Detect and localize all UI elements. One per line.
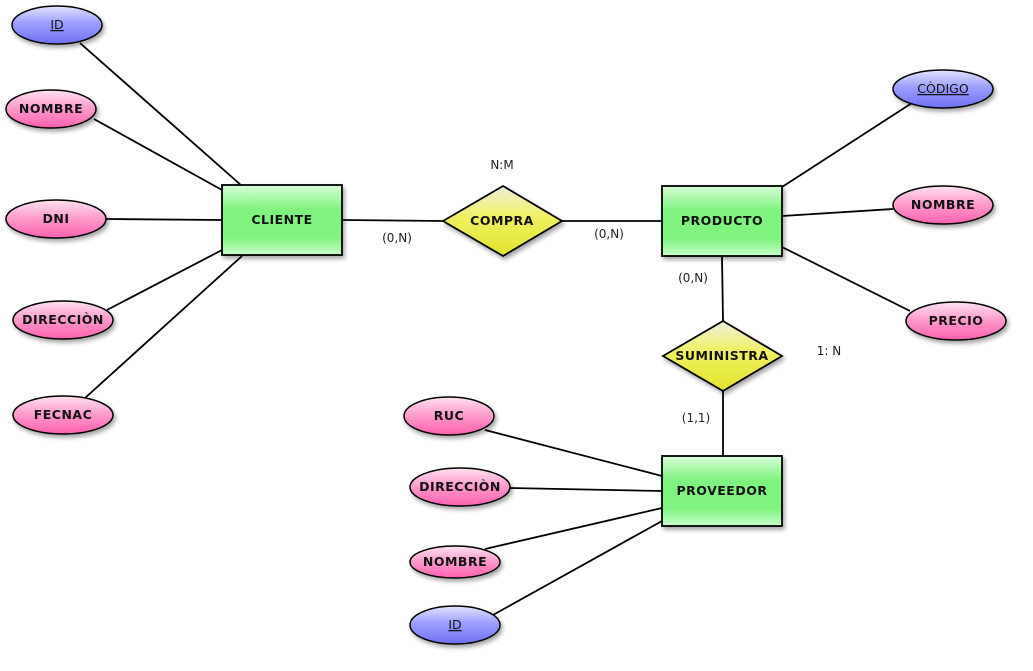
attribute-proveedor-nombre[interactable]: NOMBRE (409, 545, 501, 579)
attribute-producto-codigo-label: CÒDIGO (917, 81, 969, 96)
attribute-cliente-nombre-label: NOMBRE (19, 101, 83, 116)
attribute-proveedor-ruc[interactable]: RUC (403, 396, 495, 436)
entity-producto-label: PRODUCTO (681, 213, 763, 228)
connectors (79, 42, 913, 616)
edge-cliente-nombre (93, 118, 223, 191)
edge-proveedor-ruc (484, 429, 663, 477)
edge-proveedor-id (492, 520, 663, 616)
edge-producto-suministra (721, 256, 724, 322)
attribute-cliente-nombre[interactable]: NOMBRE (5, 89, 97, 129)
attribute-proveedor-id[interactable]: ID (409, 605, 501, 645)
cardinality-producto-suministra: (0,N) (678, 271, 708, 285)
edge-producto-codigo (781, 102, 913, 188)
entity-cliente[interactable]: CLIENTE (221, 184, 343, 256)
relationship-compra[interactable]: COMPRA (441, 184, 564, 258)
edge-producto-nombre (781, 208, 894, 217)
cardinality-producto-compra: (0,N) (594, 227, 624, 241)
cardinality-suministra-type: 1: N (817, 344, 841, 358)
cardinality-compra-type: N:M (490, 158, 513, 172)
attribute-cliente-id-label: ID (50, 17, 63, 32)
edge-cliente-id (79, 42, 243, 187)
attribute-cliente-fecnac[interactable]: FECNAC (12, 395, 114, 435)
attribute-cliente-dni[interactable]: DNI (5, 199, 107, 239)
entity-cliente-label: CLIENTE (251, 212, 312, 227)
attribute-proveedor-id-label: ID (448, 617, 461, 632)
edge-proveedor-nombre (484, 507, 663, 550)
edge-producto-precio (781, 246, 911, 312)
attribute-producto-codigo[interactable]: CÒDIGO (892, 69, 994, 109)
edge-cliente-dni (105, 218, 223, 221)
attribute-cliente-dni-label: DNI (43, 211, 70, 226)
attribute-cliente-direccion-label: DIRECCIÒN (22, 312, 104, 327)
attribute-proveedor-direccion[interactable]: DIRECCIÒN (409, 467, 511, 507)
edge-cliente-compra (342, 219, 444, 222)
attribute-producto-nombre-label: NOMBRE (911, 197, 975, 212)
attribute-proveedor-direccion-label: DIRECCIÒN (419, 479, 501, 494)
entity-proveedor[interactable]: PROVEEDOR (661, 455, 783, 527)
relationship-suministra[interactable]: SUMINISTRA (661, 319, 784, 393)
attribute-cliente-id[interactable]: ID (11, 5, 103, 45)
attribute-proveedor-nombre-label: NOMBRE (423, 554, 487, 569)
cardinality-cliente-compra: (0,N) (382, 231, 412, 245)
cardinality-proveedor-suministra: (1,1) (682, 411, 710, 425)
edge-cliente-direccion (106, 249, 223, 311)
entity-producto[interactable]: PRODUCTO (661, 185, 783, 257)
attribute-producto-precio[interactable]: PRECIO (905, 301, 1007, 341)
attribute-proveedor-ruc-label: RUC (434, 408, 464, 423)
relationship-compra-label: COMPRA (470, 213, 534, 228)
entity-proveedor-label: PROVEEDOR (677, 483, 768, 498)
relationship-suministra-label: SUMINISTRA (675, 348, 768, 363)
attribute-cliente-fecnac-label: FECNAC (34, 407, 93, 422)
attribute-cliente-direccion[interactable]: DIRECCIÒN (12, 300, 114, 340)
attribute-producto-precio-label: PRECIO (929, 313, 984, 328)
edge-cliente-fecnac (84, 255, 243, 399)
attribute-producto-nombre[interactable]: NOMBRE (892, 185, 994, 225)
edge-proveedor-direccion (509, 487, 663, 492)
